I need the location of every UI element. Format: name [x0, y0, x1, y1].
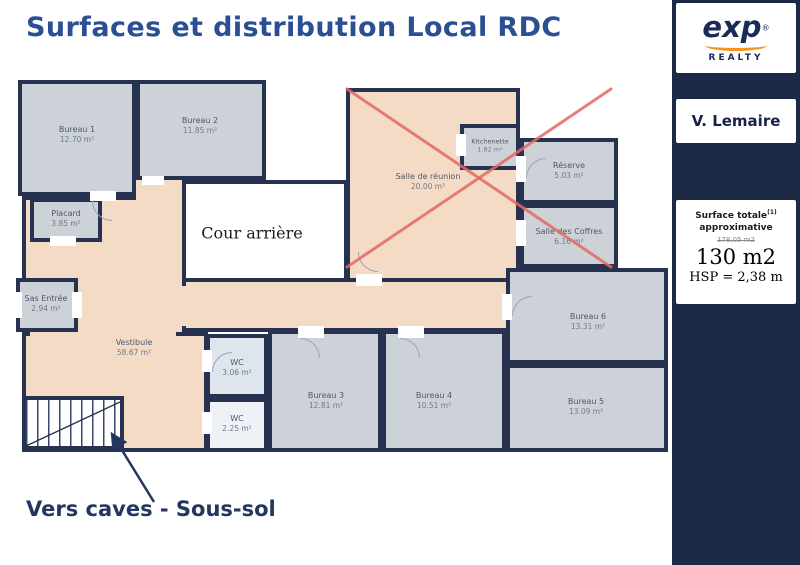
room-bureau-5 — [506, 364, 668, 452]
sidebar: exp® REALTY V. Lemaire Surface totale(1)… — [672, 0, 800, 565]
exp-logo-realty: REALTY — [708, 53, 764, 63]
corridor-floor — [182, 278, 514, 332]
label-reserve: Réserve 5.03 m² — [552, 160, 586, 181]
label-wc-lower: WC 2.25 m² — [222, 413, 252, 434]
room-bureau-2 — [136, 80, 266, 180]
stairs-arrow-icon — [110, 431, 156, 503]
page-title: Surfaces et distribution Local RDC — [26, 12, 562, 43]
label-placard: Placard 3.85 m² — [51, 208, 81, 229]
door-gap-sas — [72, 292, 82, 318]
label-bureau-6: Bureau 6 13.31 m² — [569, 311, 607, 332]
surface-card: Surface totale(1) approximative 178,05 m… — [676, 200, 796, 304]
label-bureau-1: Bureau 1 12.70 m² — [58, 124, 96, 145]
label-salle-des-coffres: Salle des Coffres 6.16 m² — [535, 226, 603, 247]
agent-name: V. Lemaire — [691, 112, 781, 130]
door-gap-reserve — [516, 156, 526, 182]
corridor-opening-patch — [180, 286, 202, 326]
label-vestibule: Vestibule 58.67 m² — [115, 337, 153, 358]
door-gap-kitchenette — [456, 134, 466, 156]
vers-caves-label: Vers caves - Sous-sol — [26, 497, 276, 521]
door-gap-placard — [50, 236, 76, 246]
label-bureau-3: Bureau 3 12.81 m² — [307, 390, 345, 411]
door-gap-bureau4 — [398, 326, 424, 338]
door-gap-wc-upper — [202, 350, 212, 372]
door-gap-coffres — [516, 220, 526, 246]
cour-arriere-label: Cour arrière — [201, 223, 303, 243]
label-bureau-5: Bureau 5 13.09 m² — [567, 396, 605, 417]
room-bureau-6 — [506, 268, 668, 364]
stair-diagonal-line — [26, 401, 120, 446]
struck-out-value: 178,05 m2 — [717, 236, 755, 245]
door-gap-bureau6 — [502, 294, 512, 320]
door-gap-bureau2 — [142, 176, 164, 185]
door-gap-bureau1 — [90, 191, 116, 201]
room-bureau-1 — [18, 80, 136, 196]
door-gap-wc-lower — [202, 412, 212, 434]
agent-name-card: V. Lemaire — [676, 99, 796, 143]
vestibule-notch — [136, 180, 182, 200]
ceiling-height-value: HSP = 2,38 m — [689, 270, 783, 286]
door-gap-entrance — [14, 292, 22, 318]
label-kitchenette: Kitchenette 1.82 m² — [471, 137, 509, 154]
exp-logo-wordmark: exp® — [702, 10, 770, 44]
label-salle-de-reunion: Salle de réunion 20.00 m² — [395, 171, 461, 192]
room-bureau-3 — [268, 330, 382, 452]
red-cross-overlay-icon — [345, 87, 613, 269]
total-surface-value: 130 m2 — [695, 245, 777, 270]
surface-title: Surface totale(1) approximative — [695, 209, 777, 234]
stairs-to-basement — [22, 396, 124, 450]
exp-logo-swoosh-icon — [705, 40, 767, 51]
exp-realty-logo: exp® REALTY — [676, 3, 796, 73]
door-gap-salle-reunion — [356, 274, 382, 286]
label-bureau-4: Bureau 4 10.51 m² — [415, 390, 453, 411]
label-wc-upper: WC 3.06 m² — [222, 357, 252, 378]
door-gap-bureau3 — [298, 326, 324, 338]
label-bureau-2: Bureau 2 11.85 m² — [181, 115, 219, 136]
label-sas-entree: Sas Entrée 2.94 m² — [24, 293, 68, 314]
